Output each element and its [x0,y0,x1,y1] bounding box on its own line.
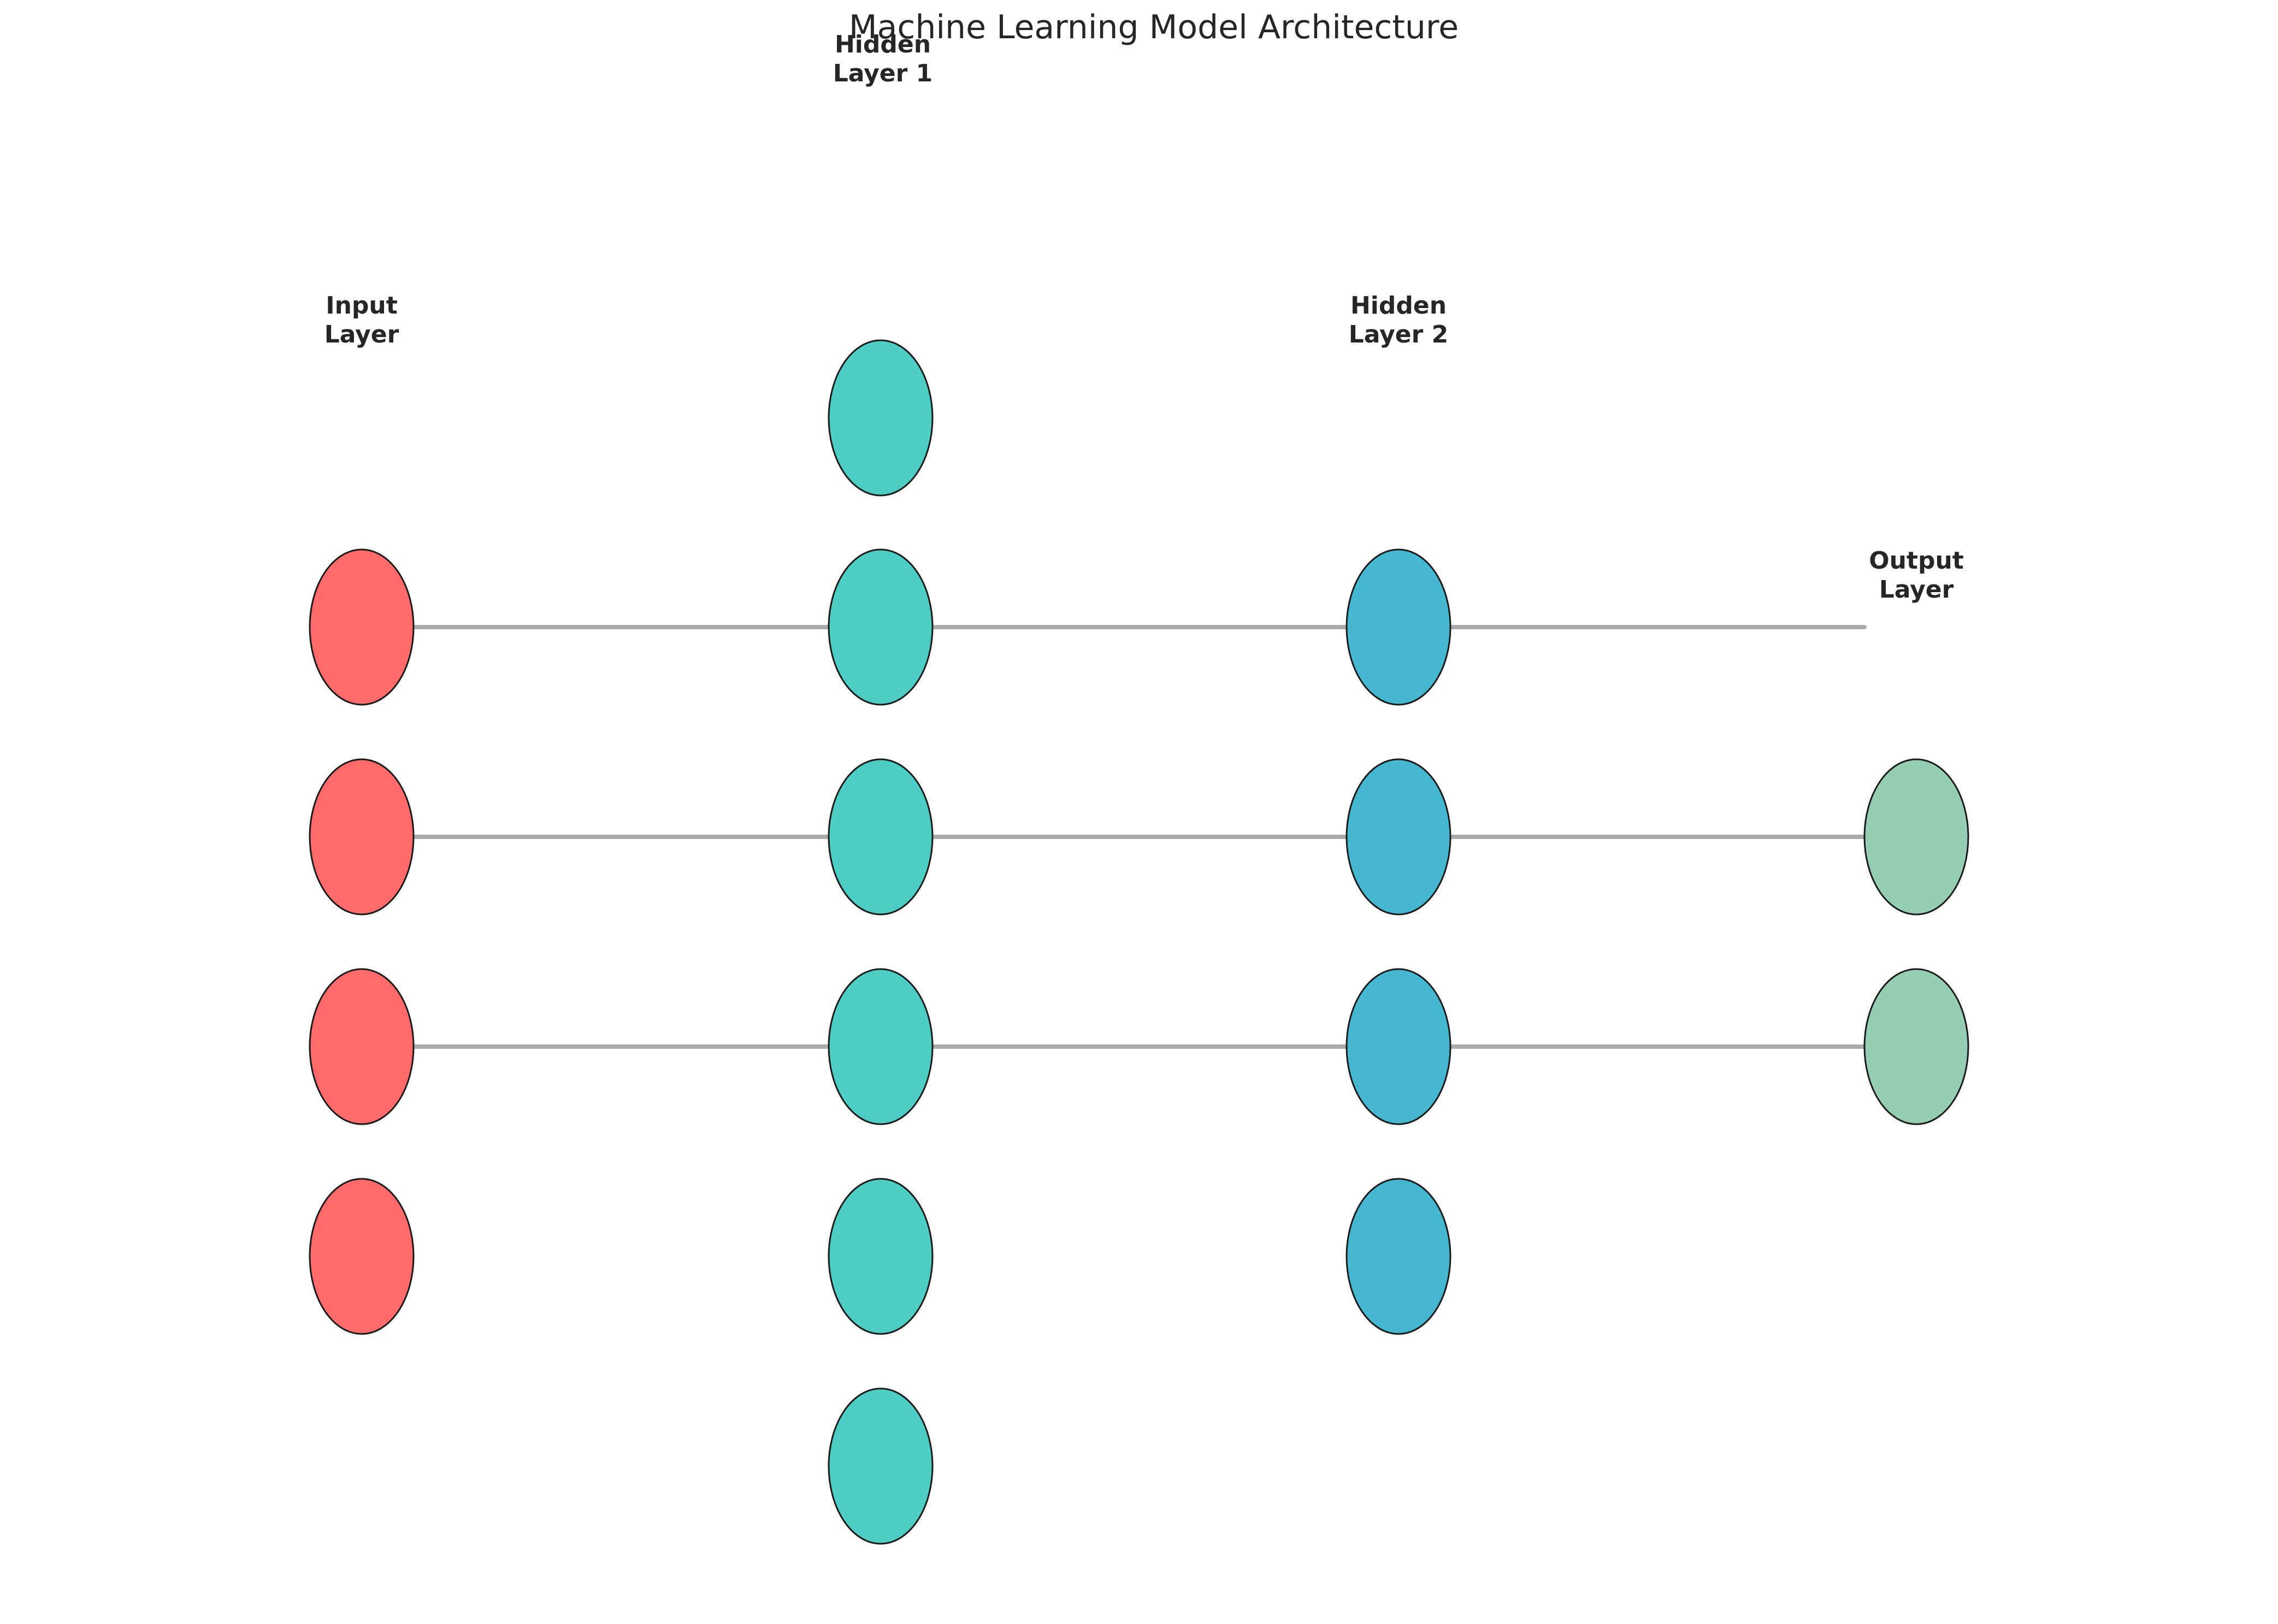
input-layer-label: Input Layer [324,291,399,349]
hidden-layer-2-label-line2: Layer 2 [1348,321,1449,349]
output-layer-label-line1: Output [1869,547,1964,575]
hidden-layer-1-label-line1: Hidden [834,31,931,58]
input-node [309,968,415,1125]
output-layer-label-line2: Layer [1879,576,1954,604]
hidden-layer-2-label: Hidden Layer 2 [1349,291,1449,349]
output-node [1863,758,1969,916]
hidden1-node [828,339,934,497]
input-node [309,758,415,916]
input-layer-label-line1: Input [326,292,398,320]
page-title: Machine Learning Model Architecture [848,8,1459,46]
hidden2-node [1345,1178,1451,1335]
hidden1-node [828,968,934,1125]
hidden1-node [828,548,934,706]
hidden2-node [1345,758,1451,916]
input-node [309,548,415,706]
hidden1-node [828,1387,934,1545]
output-node [1863,968,1969,1125]
input-layer-label-line2: Layer [324,321,399,349]
hidden1-node [828,758,934,916]
output-layer-label: Output Layer [1869,546,1964,604]
hidden2-node [1345,968,1451,1125]
hidden-layer-1-label: Hidden Layer 1 [833,30,933,88]
input-node [309,1178,415,1335]
hidden-layer-1-label-line2: Layer 1 [833,60,933,87]
hidden1-node [828,1178,934,1335]
hidden-layer-2-label-line1: Hidden [1350,292,1447,320]
hidden2-node [1345,548,1451,706]
